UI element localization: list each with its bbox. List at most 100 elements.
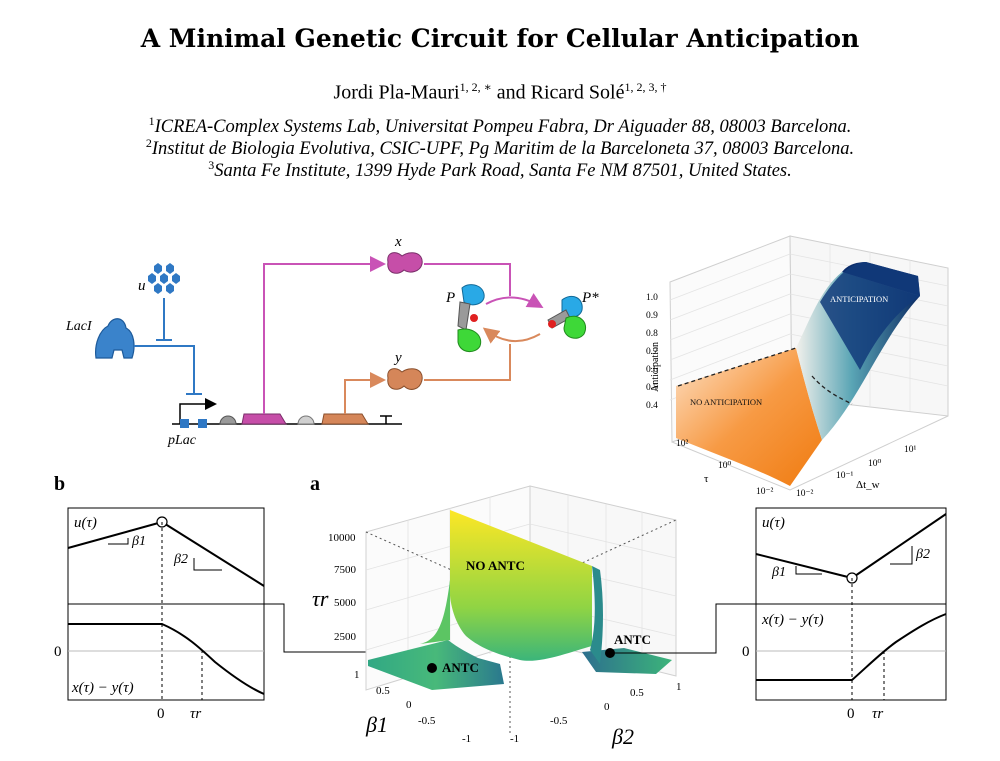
surface-ztick-3: 0.8 bbox=[646, 329, 658, 339]
a-b2-tick-5: 1 bbox=[676, 681, 682, 693]
a-b1-tick-3: 0 bbox=[406, 699, 412, 711]
y-production-arrow bbox=[344, 372, 386, 414]
surface-ztick-1: 1.0 bbox=[646, 293, 658, 303]
gene-y bbox=[321, 413, 369, 425]
panel-b-u-curve bbox=[67, 520, 265, 587]
operator-site-2 bbox=[198, 419, 207, 428]
anticipation-surface-plot: Anticipation 1.0 0.9 0.8 0.7 0.6 0.5 0.4… bbox=[646, 235, 949, 499]
panel-b-beta1-slope bbox=[108, 538, 129, 545]
affiliation-2-sup: 2 bbox=[145, 136, 152, 150]
affiliation-2: 2Institut de Biologia Evolutiva, CSIC-UP… bbox=[0, 136, 1000, 160]
surface-dtw-tick-2: 10⁻¹ bbox=[836, 471, 854, 481]
surface-tau-tick-1: 10² bbox=[676, 439, 689, 449]
y-protein-icon bbox=[387, 368, 423, 390]
panel-b-xy-label: x(τ) − y(τ) bbox=[71, 680, 134, 696]
surface-tau-tick-3: 10⁻² bbox=[756, 487, 774, 497]
a-antc-left-point bbox=[427, 663, 437, 673]
panel-r-u-label: u(τ) bbox=[762, 515, 785, 531]
surface-tau-tick-2: 10⁰ bbox=[718, 461, 732, 471]
panel-r-xy-curve bbox=[756, 613, 947, 681]
panel-a-letter: a bbox=[310, 473, 320, 495]
u-label: u bbox=[138, 278, 146, 294]
a-ztick-3: 5000 bbox=[334, 597, 357, 609]
author-2-sup: 1, 2, 3, † bbox=[624, 80, 667, 94]
y-to-cycle-line bbox=[424, 344, 511, 381]
panel-r-zero: 0 bbox=[742, 644, 750, 660]
a-wall-curve bbox=[420, 580, 450, 644]
p-label: P bbox=[445, 290, 455, 306]
plac-label: pLac bbox=[167, 433, 197, 448]
a-ztick-1: 10000 bbox=[328, 532, 356, 544]
rbs-2 bbox=[297, 415, 315, 425]
affiliation-3: 3Santa Fe Institute, 1399 Hyde Park Road… bbox=[0, 158, 1000, 182]
operator-site-1 bbox=[180, 419, 189, 428]
affiliation-1-sup: 1 bbox=[148, 114, 155, 128]
surface-ztick-5: 0.6 bbox=[646, 365, 658, 375]
panel-b: b u(τ) β1 β2 x(τ) − y(τ) 0 0 τr bbox=[54, 473, 433, 722]
surface-dtw-tick-3: 10⁰ bbox=[868, 459, 882, 469]
x-protein-icon bbox=[387, 252, 423, 274]
panel-r-beta2: β2 bbox=[915, 547, 930, 562]
author-2: Ricard Solé bbox=[530, 81, 625, 104]
a-floor-right bbox=[582, 648, 672, 674]
a-b1-tick-1: 1 bbox=[354, 669, 360, 681]
laci-protein-icon bbox=[95, 318, 135, 359]
panel-right: u(τ) β1 β2 x(τ) − y(τ) 0 0 τr bbox=[610, 507, 947, 722]
author-separator: and bbox=[496, 81, 526, 104]
panel-b-bottom-frame bbox=[67, 603, 265, 701]
surface-high-fill bbox=[820, 262, 920, 370]
x-to-cycle-line bbox=[424, 263, 511, 296]
affiliation-3-sup: 3 bbox=[208, 158, 215, 172]
surface-ztick-7: 0.4 bbox=[646, 401, 658, 411]
protein-p-icon bbox=[457, 284, 485, 352]
region-no-anticipation: NO ANTICIPATION bbox=[690, 397, 762, 407]
floor-edge bbox=[671, 415, 949, 491]
panel-b-beta2-slope bbox=[193, 558, 222, 571]
panel-b-u-label: u(τ) bbox=[74, 515, 97, 531]
panel-r-beta2-slope bbox=[890, 546, 913, 565]
a-ztick-4: 2500 bbox=[334, 631, 357, 643]
panel-r-xtick-zero: 0 bbox=[847, 706, 855, 722]
surface-dtw-tick-1: 10⁻² bbox=[796, 489, 814, 499]
x-label: x bbox=[394, 234, 402, 250]
contour-dashed-2 bbox=[811, 375, 853, 405]
a-b1-tick-5: -1 bbox=[462, 733, 471, 745]
a-b2-tick-2: -0.5 bbox=[550, 715, 568, 727]
pstar-label: P* bbox=[581, 290, 599, 306]
surface-low-plateau bbox=[676, 348, 822, 486]
surface-dtw-tick-4: 10¹ bbox=[904, 445, 917, 455]
surface-ztick-4: 0.7 bbox=[646, 347, 658, 357]
protein-pstar-icon bbox=[547, 295, 586, 339]
dephosphorylation-arrow bbox=[482, 327, 541, 344]
panel-r-bottom-frame bbox=[755, 603, 947, 701]
affiliation-1: 1ICREA-Complex Systems Lab, Universitat … bbox=[0, 114, 1000, 138]
author-1: Jordi Pla-Mauri bbox=[333, 81, 460, 104]
region-anticipation: ANTICIPATION bbox=[830, 294, 888, 304]
surface-zlabel: Anticipation bbox=[650, 342, 661, 392]
rbs-1 bbox=[219, 415, 237, 425]
author-line: Jordi Pla-Mauri1, 2, ∗ and Ricard Solé1,… bbox=[0, 80, 1000, 105]
panel-r-beta1-slope bbox=[795, 566, 822, 575]
terminator bbox=[380, 415, 392, 424]
panel-b-beta2: β2 bbox=[173, 552, 188, 567]
laci-label: LacI bbox=[65, 319, 93, 334]
panel-b-xtick-zero: 0 bbox=[157, 706, 165, 722]
inducer-u-icon bbox=[148, 263, 180, 294]
affiliation-2-text: Institut de Biologia Evolutiva, CSIC-UPF… bbox=[151, 139, 855, 160]
laci-repression-line bbox=[134, 345, 195, 394]
paper-title: A Minimal Genetic Circuit for Cellular A… bbox=[140, 24, 860, 53]
panel-r-xy-label: x(τ) − y(τ) bbox=[761, 612, 824, 628]
author-1-sup: 1, 2, ∗ bbox=[459, 80, 492, 94]
panel-r-beta1: β1 bbox=[771, 565, 786, 580]
a-zlabel: τr bbox=[312, 586, 329, 611]
panel-a: a τr 10000 7500 5000 2500 1 bbox=[310, 473, 682, 749]
a-b2-tick-1: -1 bbox=[510, 733, 519, 745]
promoter-arrow bbox=[179, 398, 217, 424]
a-beta1-label: β1 bbox=[365, 712, 388, 737]
panel-b-letter: b bbox=[54, 473, 65, 495]
panel-b-xtick-taur: τr bbox=[190, 706, 201, 722]
panel-b-beta1: β1 bbox=[131, 534, 146, 549]
a-b1-tick-4: -0.5 bbox=[418, 715, 436, 727]
y-label: y bbox=[393, 350, 402, 366]
